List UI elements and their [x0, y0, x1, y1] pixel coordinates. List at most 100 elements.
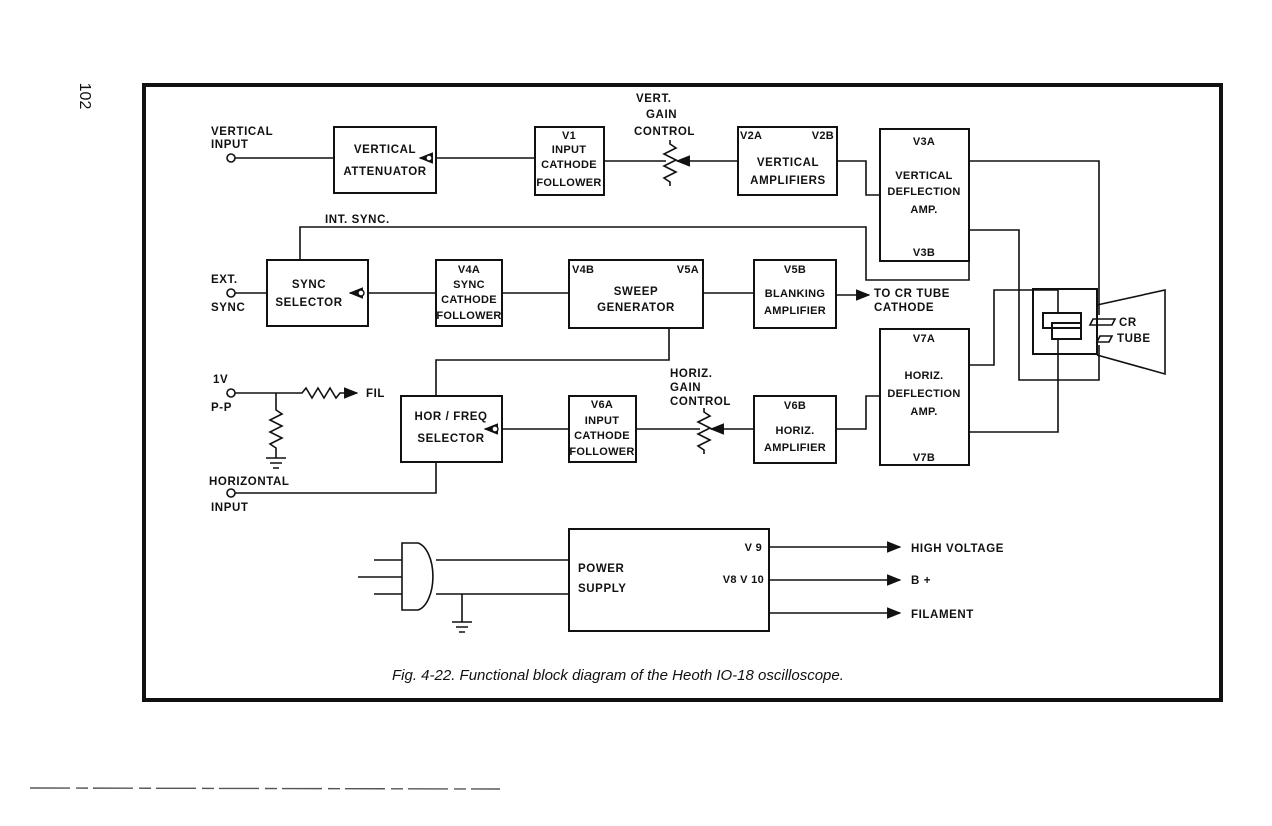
svg-text:SUPPLY: SUPPLY [578, 583, 627, 595]
svg-text:V7B: V7B [913, 452, 935, 464]
v3-vertical-deflection-amp-block: V3A VERTICAL DEFLECTION AMP. V3B [879, 128, 970, 262]
sweep-generator-block: V4B V5A SWEEP GENERATOR [568, 259, 704, 329]
svg-text:BLANKING: BLANKING [765, 288, 825, 300]
svg-text:FOLLOWER: FOLLOWER [569, 446, 634, 458]
svg-text:DEFLECTION: DEFLECTION [887, 186, 960, 198]
vert-gain-control: VERT. GAIN CONTROL [634, 93, 695, 186]
diagram-frame [142, 83, 1223, 702]
svg-text:AMP.: AMP. [910, 204, 937, 216]
svg-text:V3B: V3B [913, 247, 935, 259]
power-supply-block: POWER SUPPLY V 9 V8 V 10 [568, 528, 770, 632]
ext-sync-input: EXT. SYNC [211, 274, 267, 314]
v7-horiz-deflection-amp-block: V7A HORIZ. DEFLECTION AMP. V7B [879, 328, 970, 466]
power-ground-icon [452, 621, 472, 633]
svg-text:POWER: POWER [578, 563, 625, 575]
power-outputs: HIGH VOLTAGE B + FILAMENT [769, 541, 1004, 621]
cr-plate-top-icon [1088, 318, 1117, 326]
v1-input-cathode-follower-block: V1 INPUT CATHODE FOLLOWER [534, 126, 605, 196]
svg-text:INPUT: INPUT [211, 139, 249, 151]
svg-text:SYNC: SYNC [292, 279, 326, 291]
svg-text:GAIN: GAIN [670, 382, 701, 394]
svg-text:V 9: V 9 [745, 542, 762, 554]
svg-text:V1: V1 [562, 130, 576, 142]
svg-text:V6A: V6A [591, 399, 613, 411]
svg-text:CONTROL: CONTROL [634, 126, 695, 138]
horizontal-input: HORIZONTAL INPUT [209, 462, 437, 514]
svg-text:SYNC: SYNC [453, 279, 485, 291]
vert-gain-potentiometer-icon [662, 140, 678, 186]
v5b-blanking-amplifier-block: V5B BLANKING AMPLIFIER [753, 259, 837, 329]
svg-text:VERTICAL: VERTICAL [211, 126, 273, 138]
hor-freq-switch-icon [491, 425, 499, 433]
svg-text:CR: CR [1119, 317, 1137, 329]
scan-smudge-line [29, 787, 501, 790]
svg-text:AMPLIFIER: AMPLIFIER [764, 305, 826, 317]
svg-text:TUBE: TUBE [1117, 333, 1151, 345]
one-vpp-input: 1V P-P FIL [211, 374, 385, 469]
output-b-plus: B + [911, 575, 931, 587]
svg-text:AMP.: AMP. [910, 406, 937, 418]
figure-caption: Fig. 4-22. Functional block diagram of t… [392, 667, 844, 684]
svg-text:FOLLOWER: FOLLOWER [436, 310, 501, 322]
power-plug-icon [401, 542, 434, 611]
ground-icon [266, 457, 286, 469]
svg-text:AMPLIFIERS: AMPLIFIERS [750, 175, 826, 187]
svg-text:CATHODE: CATHODE [541, 159, 597, 171]
page-number: 102 [76, 83, 93, 110]
svg-text:V6B: V6B [784, 400, 806, 412]
svg-text:HORIZ.: HORIZ. [670, 368, 713, 380]
svg-text:VERTICAL: VERTICAL [354, 144, 416, 156]
one-vpp-terminal-icon [226, 388, 236, 398]
svg-text:V2B: V2B [812, 130, 834, 142]
vertical-attenuator-block: VERTICAL ATTENUATOR [333, 126, 437, 194]
power-plug [358, 542, 569, 633]
svg-text:HORIZONTAL: HORIZONTAL [209, 476, 290, 488]
svg-text:V4B: V4B [572, 264, 594, 276]
svg-text:ATTENUATOR: ATTENUATOR [343, 166, 426, 178]
svg-text:V8 V 10: V8 V 10 [723, 574, 764, 586]
sync-selector-switch-icon [357, 289, 365, 297]
v6b-horiz-amplifier-block: V6B HORIZ. AMPLIFIER [753, 395, 837, 464]
svg-text:VERTICAL: VERTICAL [895, 170, 952, 182]
vertical-input: VERTICAL INPUT [211, 126, 334, 163]
horizontal-input-terminal-icon [226, 488, 236, 498]
svg-text:SELECTOR: SELECTOR [417, 433, 484, 445]
svg-text:CATHODE: CATHODE [574, 430, 630, 442]
int-sync-label: INT. SYNC. [325, 214, 390, 226]
svg-text:FIL: FIL [366, 388, 385, 400]
svg-text:V7A: V7A [913, 333, 935, 345]
svg-text:V5A: V5A [677, 264, 699, 276]
svg-text:V2A: V2A [740, 130, 762, 142]
svg-text:HORIZ.: HORIZ. [904, 370, 943, 382]
svg-text:V4A: V4A [458, 264, 480, 276]
v2-vertical-amplifiers-block: V2A V2B VERTICAL AMPLIFIERS [737, 126, 838, 196]
v6a-input-cathode-follower-block: V6A INPUT CATHODE FOLLOWER [568, 395, 637, 463]
to-cr-tube-cathode-label: TO CR TUBE CATHODE [874, 288, 949, 314]
horiz-gain-control: HORIZ. GAIN CONTROL [670, 368, 731, 454]
svg-text:CATHODE: CATHODE [441, 294, 497, 306]
svg-text:HORIZ.: HORIZ. [775, 425, 814, 437]
resistor-to-ground-icon [268, 393, 284, 458]
vertical-input-terminal-icon [226, 153, 236, 163]
output-high-voltage: HIGH VOLTAGE [911, 543, 1004, 555]
svg-text:HOR / FREQ: HOR / FREQ [414, 411, 487, 423]
svg-text:VERTICAL: VERTICAL [757, 157, 819, 169]
svg-text:VERT.: VERT. [636, 93, 672, 105]
svg-text:CONTROL: CONTROL [670, 396, 731, 408]
output-filament: FILAMENT [911, 609, 974, 621]
svg-text:V5B: V5B [784, 264, 806, 276]
svg-text:1V: 1V [213, 374, 228, 386]
svg-text:CATHODE: CATHODE [874, 302, 934, 314]
svg-text:INPUT: INPUT [211, 502, 249, 514]
svg-text:INPUT: INPUT [552, 144, 587, 156]
hor-freq-selector-block: HOR / FREQ SELECTOR [400, 395, 503, 463]
svg-text:GAIN: GAIN [646, 109, 677, 121]
horiz-gain-potentiometer-icon [696, 408, 712, 454]
svg-text:V3A: V3A [913, 136, 935, 148]
svg-text:SYNC: SYNC [211, 302, 245, 314]
svg-text:SELECTOR: SELECTOR [275, 297, 342, 309]
cr-tube: CR TUBE [1032, 288, 1166, 376]
svg-text:P-P: P-P [211, 402, 232, 414]
svg-text:DEFLECTION: DEFLECTION [887, 388, 960, 400]
svg-text:GENERATOR: GENERATOR [597, 302, 675, 314]
